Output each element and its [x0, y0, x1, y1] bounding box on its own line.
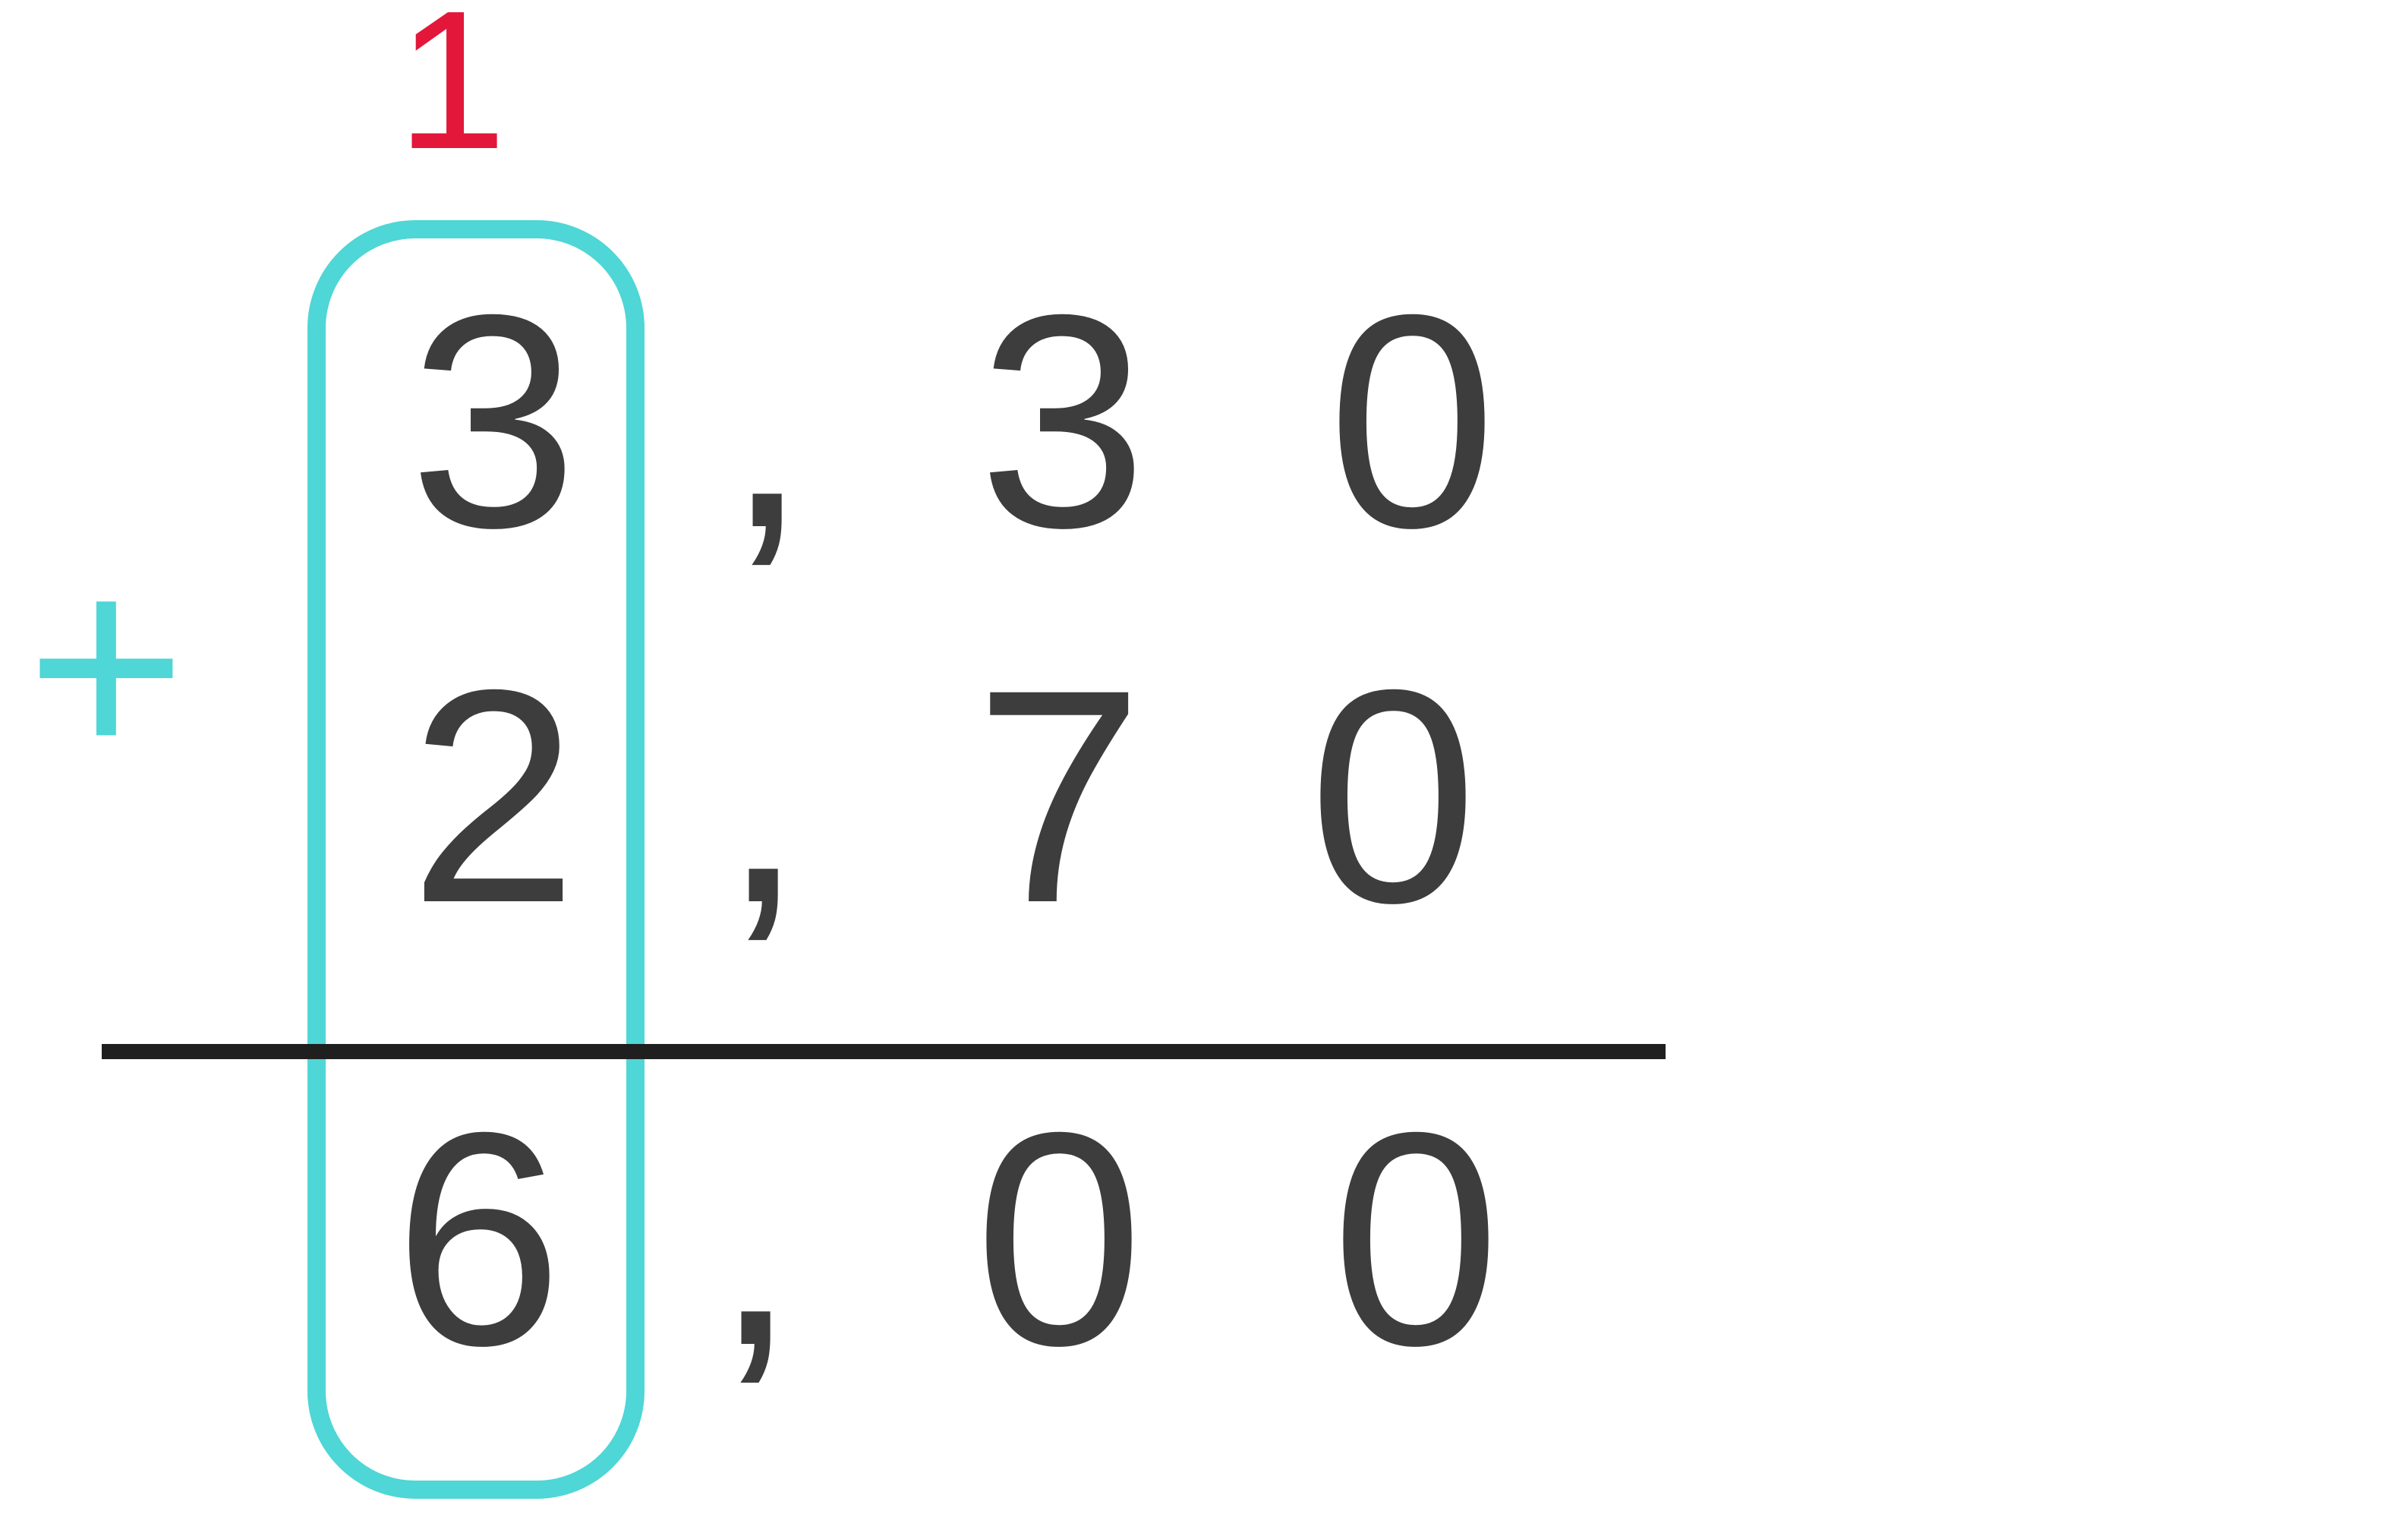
row2-tenths-digit: 7: [975, 626, 1143, 966]
sum-rule-line: [102, 1044, 1666, 1059]
row1-hundredths-digit: 0: [1328, 251, 1496, 591]
row1-integer-digit: 3: [409, 251, 578, 591]
carry-digit: 1: [397, 0, 507, 191]
row1-comma: ,: [724, 251, 808, 591]
plus-sign: +: [27, 512, 186, 818]
result-tenths-digit: 0: [975, 1069, 1143, 1408]
row1-tenths-digit: 3: [979, 251, 1147, 591]
row2-comma: ,: [720, 626, 805, 966]
row2-integer-digit: 2: [409, 626, 578, 966]
result-integer-digit: 6: [394, 1069, 563, 1408]
result-hundredths-digit: 0: [1332, 1069, 1500, 1408]
result-comma: ,: [713, 1069, 797, 1408]
column-highlight-box: [307, 220, 645, 1499]
row2-hundredths-digit: 0: [1309, 626, 1477, 966]
